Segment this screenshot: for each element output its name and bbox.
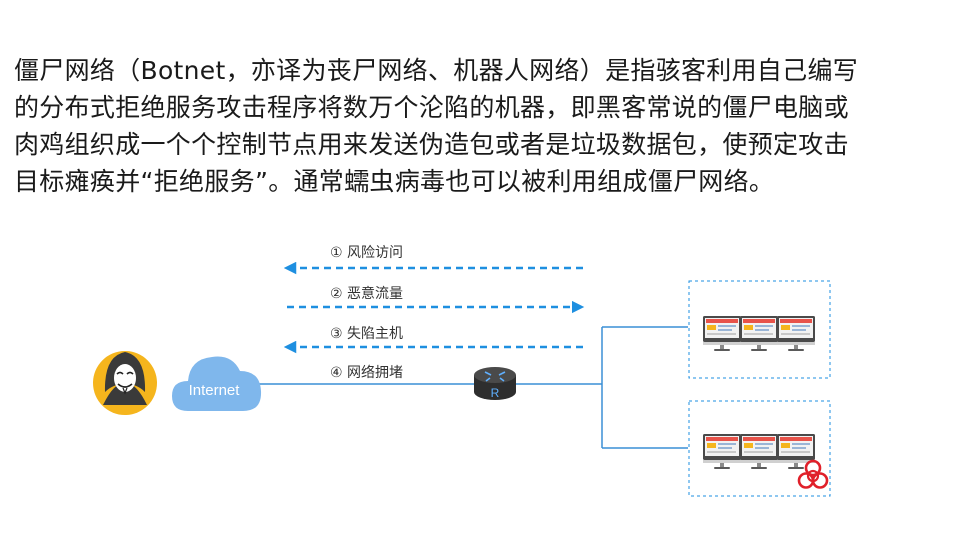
step-label-risk-access: ① 风险访问 <box>330 245 404 261</box>
cloud-icon: Internet <box>172 356 262 411</box>
computer-monitor-icon <box>740 316 778 351</box>
computer-monitor-icon <box>703 316 741 351</box>
computer-monitor-icon <box>703 434 741 469</box>
computer-monitor-icon <box>777 316 815 351</box>
paragraph-line: 肉鸡组织成一个个控制节点用来发送伪造包或者是垃圾数据包，使预定攻击 <box>14 130 849 159</box>
step-label-network-congestion: ④ 网络拥堵 <box>330 365 404 381</box>
step-label-malicious-traffic: ② 恶意流量 <box>330 286 404 302</box>
cloud-label: Internet <box>189 382 241 399</box>
computer-monitor-icons-bottom <box>703 434 815 469</box>
paragraph-line: 僵尸网络（Botnet，亦译为丧尸网络、机器人网络）是指骇客利用自己编写 <box>14 56 859 85</box>
biohazard-icon <box>797 459 829 489</box>
router-icon: R <box>474 367 516 400</box>
paragraph-line: 目标瘫痪并“拒绝服务”。通常蠕虫病毒也可以被利用组成僵尸网络。 <box>14 167 775 196</box>
computer-monitor-icons-top <box>703 316 815 351</box>
computer-monitor-icon <box>740 434 778 469</box>
paragraph-line: 的分布式拒绝服务攻击程序将数万个沦陷的机器，即黑客常说的僵尸电脑或 <box>14 93 849 122</box>
intro-paragraph: 僵尸网络（Botnet，亦译为丧尸网络、机器人网络）是指骇客利用自己编写 的分布… <box>14 52 954 200</box>
step-label-compromised-host: ③ 失陷主机 <box>330 326 404 342</box>
computer-group-bottom <box>688 400 831 497</box>
computer-group-top <box>688 280 831 379</box>
computer-monitor-icon <box>777 434 815 469</box>
router-label: R <box>491 386 500 400</box>
hacker-icon <box>93 351 157 415</box>
